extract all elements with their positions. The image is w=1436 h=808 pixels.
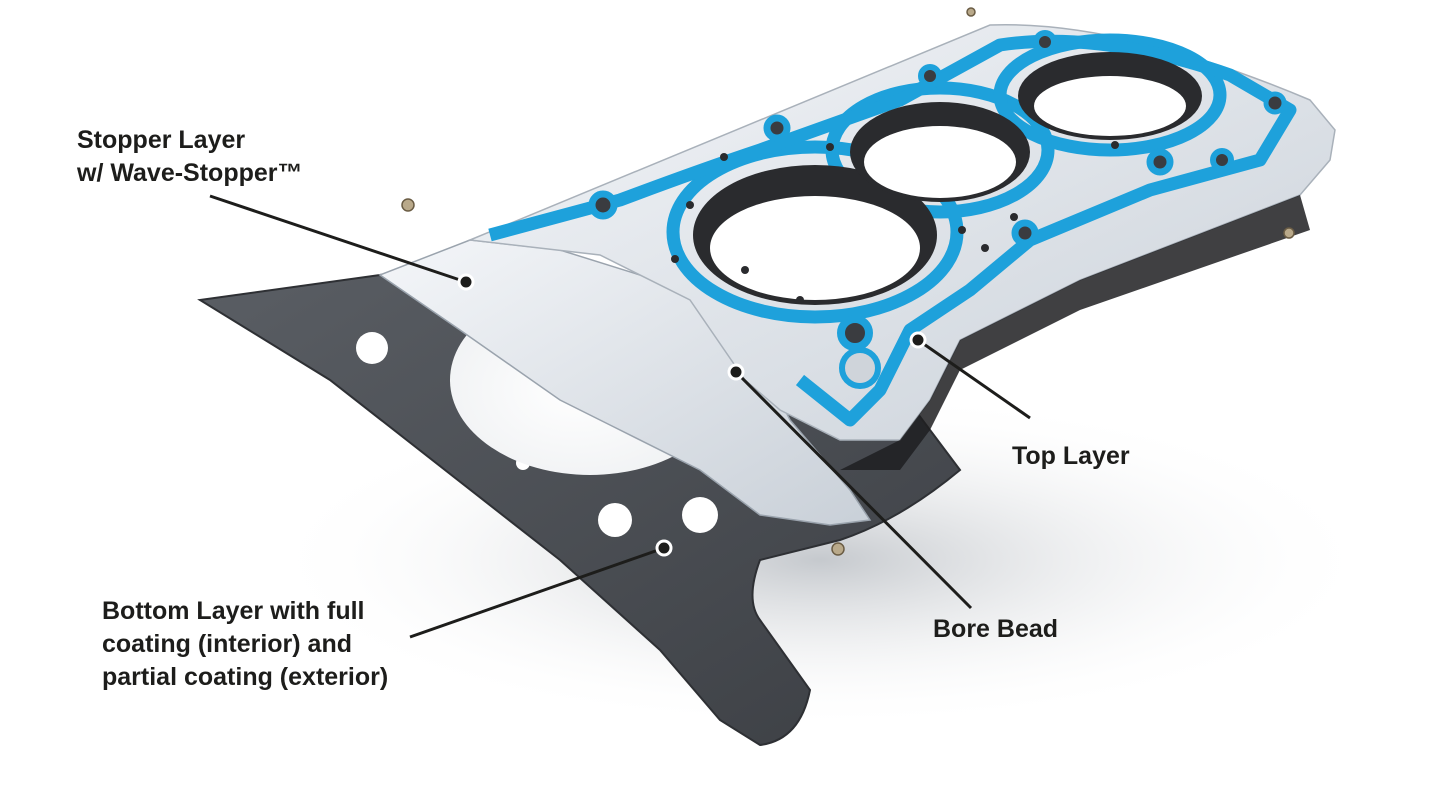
bottom-layer-label: Bottom Layer with full coating (interior… — [102, 595, 388, 694]
leader-dot-bottom — [655, 539, 673, 557]
bottom-bolt-hole — [356, 332, 388, 364]
leader-bottom — [409, 546, 665, 639]
leader-dot-bore — [727, 363, 745, 381]
leader-stopper — [209, 194, 467, 284]
leader-top — [917, 338, 1031, 420]
top-layer-label: Top Layer — [1012, 440, 1130, 473]
stopper-layer-label-line2: w/ Wave-Stopper™ — [77, 159, 303, 187]
bore-bead — [666, 140, 964, 324]
bore-opening-inner — [710, 196, 920, 300]
leader-bore — [734, 370, 973, 610]
bottom-bolt-hole — [682, 497, 718, 533]
bore-opening-inner — [1034, 76, 1186, 136]
top-layer — [467, 23, 1336, 470]
leader-dots — [457, 273, 927, 557]
top-layer-label-text: Top Layer — [1012, 442, 1130, 470]
bottom-layer-label-line1: Bottom Layer with full — [102, 597, 365, 625]
bottom-layer-label-line2: coating (interior) and — [102, 630, 352, 658]
bore-opening-inner — [864, 126, 1016, 198]
leader-lines — [209, 194, 1031, 639]
bottom-bolt-hole — [598, 503, 632, 537]
bottom-layer-label-line3: partial coating (exterior) — [102, 663, 389, 691]
leader-dot-top — [909, 331, 927, 349]
bore-bead-label-text: Bore Bead — [933, 615, 1059, 643]
top-bolt-holes — [588, 30, 1287, 389]
stopper-layer — [378, 239, 872, 526]
grommets — [401, 7, 1295, 556]
bore-bead-label: Bore Bead — [933, 613, 1058, 646]
leader-dot-stopper — [457, 273, 475, 291]
stopper-layer-label-line1: Stopper Layer — [77, 126, 246, 154]
stopper-layer-label: Stopper Layer w/ Wave-Stopper™ — [77, 124, 303, 190]
top-small-holes — [671, 141, 1119, 304]
